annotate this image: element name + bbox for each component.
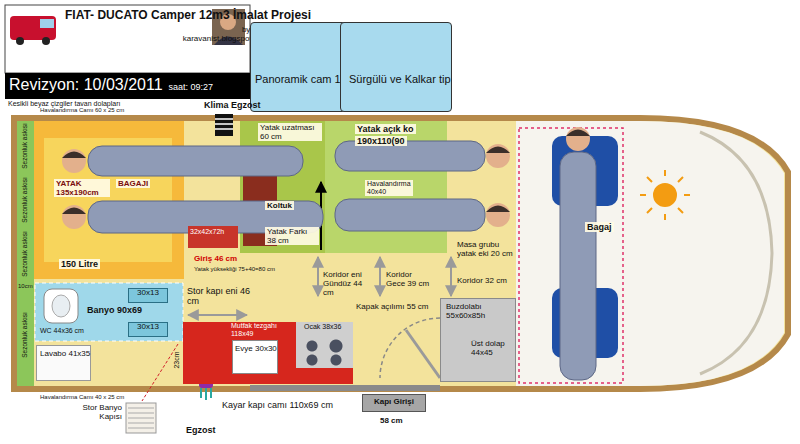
node-text: FIAT- DUCATO Camper 12m3 İmalat Projesi	[65, 9, 269, 23]
dimension-label: Masa grubu yatak eki 20 cm	[457, 240, 513, 258]
node-text: Koltuk	[265, 201, 294, 210]
node-text: Buzdolabı 55x60x85h	[446, 302, 510, 320]
part-label: Stor Banyo Kapısı	[78, 403, 122, 421]
blind-door-icon	[126, 344, 178, 433]
seat-area: Yatak uzatması 60 cm KoltukYatak Farkı 38…	[240, 121, 325, 253]
sun-symbol	[640, 170, 690, 220]
node-text: Banyo 90x69	[87, 305, 142, 315]
node-text: Üst dolap 44x45	[471, 339, 513, 357]
node-text: 32x42x72h	[190, 228, 236, 236]
node-text: BAGAJI	[116, 179, 150, 188]
dimension-label: Yatak yüksekliği 75+40=80 cm	[194, 266, 275, 273]
kitchen-counter: Mutfak tezgahı 118x49Evye 30x30 Ocak 38x3…	[183, 322, 353, 384]
rear-bed-area: YATAK 135x190cm BAGAJI 150 Litre	[34, 121, 184, 279]
hanger-label: Sezonluk askısı	[21, 177, 28, 223]
dimension-label: Havalandırma Camı 60 x 25 cm	[40, 107, 124, 113]
bathroom-fixtures	[35, 283, 183, 341]
part-label: Egzost	[186, 425, 216, 435]
van-body	[14, 118, 788, 389]
node-text: Yatak Farkı 38 cm	[265, 227, 319, 245]
node-text: YATAK 135x190cm	[54, 179, 110, 197]
node-text: Ocak 38x36	[304, 323, 341, 331]
storage-box: 32x42x72h	[188, 226, 238, 248]
shower-tray: 30x13	[128, 322, 168, 337]
dimension-label: Havalandırma Camı 40 x 25 cm	[40, 394, 124, 400]
dimension-label: Kayar kapı camı 110x69 cm	[222, 400, 333, 410]
node-text: Mutfak tezgahı 118x49	[231, 322, 291, 337]
dimension-label: 23cm	[173, 351, 181, 368]
dimension-label: 58 cm	[380, 416, 403, 425]
node-text: Lavabo 41x35	[40, 349, 87, 358]
node-text: Revizyon: 10/03/2011	[9, 76, 163, 94]
washbasin: Lavabo 41x35	[36, 345, 91, 381]
dimension-label: Koridor 32 cm	[457, 276, 507, 285]
klima-vent	[215, 114, 233, 136]
dimension-label: Kapak açılımı 55 cm	[356, 302, 428, 311]
node-text: saat: 09:27	[169, 82, 214, 92]
node-text: Yatak uzatması 60 cm	[258, 123, 322, 141]
entry-step: Kapı Girişi	[362, 394, 426, 412]
note-label: Kesikli beyaz çizgiler tavan dolapları	[8, 100, 120, 107]
node-text: Evye 30x30	[235, 344, 275, 353]
part-label: Klima Egzost	[204, 101, 261, 111]
node-text: Sürgülü ve Kalkar tip	[349, 73, 448, 86]
node-text: 30x13	[129, 323, 167, 332]
dimension-label: Koridor Gece 39 cm	[386, 270, 432, 288]
hanger-label: Sezonluk askısı	[21, 312, 28, 358]
window-pane: Sürgülü ve Kalkar tip	[340, 22, 452, 112]
revision-band: Revizyon: 10/03/2011 saat: 09:27	[5, 73, 250, 99]
dimension-label: Koridor eni Gündüz 44 cm	[323, 270, 375, 298]
dimension-label: Giriş 46 cm	[194, 254, 237, 263]
dimension-label: Stor kapı eni 46 cm	[187, 286, 251, 307]
node-text: 30x13	[129, 289, 167, 298]
shower-tray: 30x13	[128, 288, 168, 303]
node-text: 150 Litre	[59, 259, 100, 269]
part-label: Bagaj	[585, 222, 614, 232]
node-text: Kapı Girişi	[366, 397, 422, 406]
dimension-label: 10cm	[18, 283, 33, 289]
hanger-label: Sezonluk askısı	[21, 231, 28, 277]
stove: Ocak 38x36	[296, 322, 353, 368]
fridge-cabinet: Buzdolabı 55x60x85hÜst dolap 44x45	[440, 298, 516, 382]
node-text: karavanist.blogspot.com	[65, 34, 269, 43]
cab-seats	[519, 128, 623, 383]
dimension-label: Havalandırma 40x40	[365, 180, 413, 196]
sink: Evye 30x30	[232, 340, 278, 374]
node-text: 190x110(90	[355, 136, 407, 146]
hanger-label: Sezonluk askısı	[21, 123, 28, 169]
node-text: by atilla	[65, 25, 269, 34]
node-text: Yatak açık ko	[355, 124, 416, 134]
part-label: WC 44x36 cm	[40, 327, 84, 335]
